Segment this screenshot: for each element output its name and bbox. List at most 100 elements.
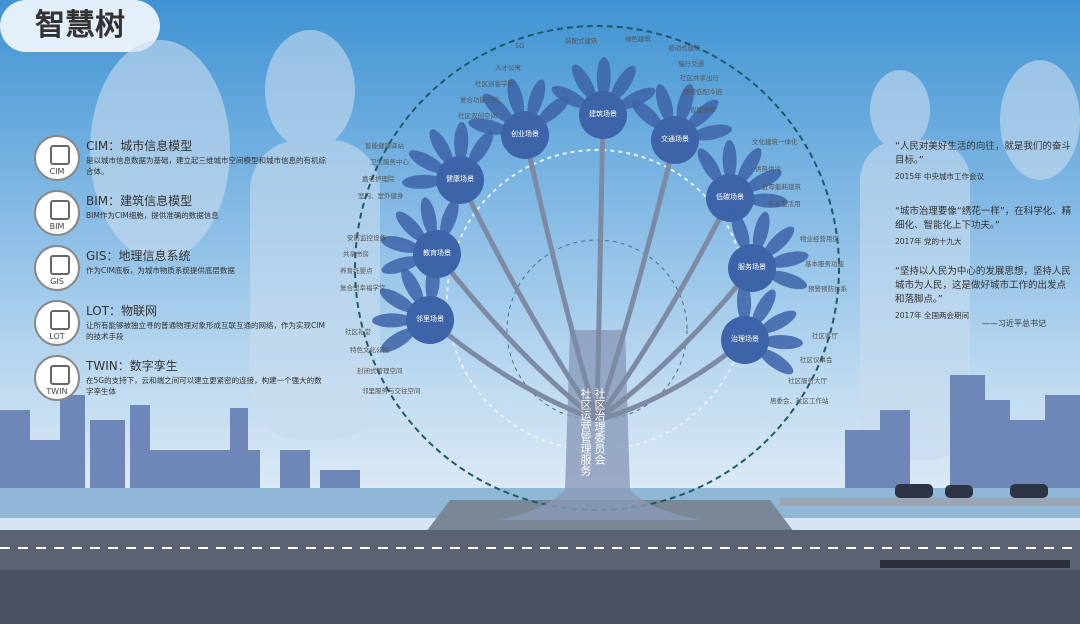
scene-element-label: 社区服务大厅	[788, 377, 827, 385]
tree-branch	[428, 318, 598, 423]
hand-finger	[551, 85, 588, 109]
scene-hand	[406, 296, 454, 344]
hand-finger	[440, 199, 459, 238]
hand-finger	[408, 150, 445, 174]
scene-element-label: 物流低配冷链	[683, 88, 722, 96]
gis-icon: GIS	[34, 245, 80, 291]
quote: “城市治理要像“绣花一样”，在科学化、精细化、智能化上下功夫。” 2017年 党的…	[895, 205, 1075, 249]
scene-label: 创业场景	[511, 130, 539, 138]
right-skyline	[845, 375, 1080, 490]
scene-element-label: 封闭式管理空间	[357, 367, 403, 375]
tech-description: 让所有能够被独立寻的普通物理对象形成互联互通的网络，作为实现CIM的技术手段	[86, 321, 325, 341]
scene-element-label: 共享书房	[343, 250, 369, 258]
hand-finger	[768, 270, 808, 290]
tree-branch	[595, 266, 754, 423]
scene-label: 邻里场景	[416, 315, 444, 323]
scene-element-label: 社区议事会	[800, 356, 833, 364]
tech-description: BIM作为CIM细胞，提供准确的数据信息	[86, 211, 219, 220]
scene-hand	[436, 156, 484, 204]
hand-finger	[380, 236, 420, 253]
hand-finger	[571, 64, 596, 100]
hand-finger	[507, 78, 525, 118]
hand-finger	[762, 334, 803, 350]
quote-source: 2017年 全国两会期间	[895, 311, 969, 320]
hand-finger	[722, 140, 737, 181]
hand-finger	[618, 87, 656, 110]
hand-finger	[401, 268, 424, 305]
trunk-label-governance: 社区治理委员会	[593, 388, 606, 465]
scene-element-label: 预警预防体系	[808, 285, 847, 293]
scene-element-label: 近零能耗建筑	[762, 183, 801, 191]
hand-finger	[759, 348, 794, 375]
train	[880, 560, 1070, 568]
scene-element-label: 5G	[515, 42, 525, 50]
scene-hand	[501, 111, 549, 159]
tech-heading: TWIN：数字孪生	[86, 359, 178, 373]
hand-finger	[381, 256, 420, 274]
scene-element-label: 室内、室外健身	[358, 192, 404, 200]
hand-finger	[420, 197, 437, 237]
hand-finger	[676, 84, 694, 123]
scene-element-label: 特色文化公园	[350, 346, 389, 354]
scene-element-label: 慢行交通	[678, 60, 704, 68]
hand-finger	[769, 251, 809, 268]
tree-trunk	[500, 330, 700, 520]
hand-finger	[380, 328, 416, 353]
scene-label: 健康场景	[446, 175, 474, 183]
hand-finger	[731, 212, 750, 251]
scene-element-label: 人才公寓	[495, 64, 521, 72]
scene-element-label: 嘉老护理院	[362, 175, 395, 183]
hand-finger	[737, 282, 752, 323]
hand-finger	[747, 193, 788, 208]
scene-hand	[651, 116, 699, 164]
quote: “人民对美好生活的向往，就是我们的奋斗目标。”2015年 中央城市工作会议	[895, 140, 1075, 184]
scene-label: 治理场景	[731, 335, 759, 343]
scene-element-label: 智能健康驿站	[365, 142, 404, 150]
trunk-label-operation: 社区运营管理服务	[579, 388, 592, 476]
tech-description: 作为CIM底板，为城市物质系统提供底层数据	[86, 266, 235, 275]
signature: ——习近平总书记	[982, 319, 1046, 328]
quote-source: 2017年 党的十九大	[895, 237, 962, 246]
hand-finger	[454, 122, 469, 163]
hand-finger	[482, 93, 513, 124]
tree-branch	[594, 139, 678, 421]
scene-element-label: 社区双创空间	[458, 112, 497, 120]
scene-element-label: 物业经营用房	[800, 235, 839, 243]
left-skyline	[0, 395, 360, 490]
hand-finger	[468, 118, 508, 135]
tech-heading: LOT：物联网	[86, 304, 158, 318]
quote-text: “城市治理要像“绣花一样”，在科学化、精细化、智能化上下功夫。”	[895, 206, 1072, 231]
quote-source: 2015年 中央城市工作会议	[895, 172, 984, 181]
tree-branch	[457, 178, 600, 422]
tree-branch	[522, 134, 600, 421]
tech-heading: GIS：地理信息系统	[86, 249, 191, 263]
scene-element-label: 邻里服务与交往空间	[362, 387, 421, 395]
hand-finger	[697, 148, 722, 184]
scene-element-label: 基本服务功能	[805, 260, 844, 268]
scene-element-label: 社区共享出行	[680, 74, 719, 82]
hand-finger	[527, 79, 546, 118]
scene-hand	[721, 316, 769, 364]
scene-hand	[579, 91, 627, 139]
quote: “坚持以人民为中心的发展思想，坚持人民城市为人民，这是做好城市工作的出发点和落脚…	[895, 265, 1075, 323]
hand-finger	[379, 288, 415, 313]
hand-finger	[402, 174, 443, 189]
scene-label: 低碳场景	[716, 193, 744, 201]
tech-heading: CIM：城市信息模型	[86, 139, 193, 153]
hand-finger	[687, 99, 719, 129]
hand-finger	[745, 169, 782, 192]
hand-finger	[752, 211, 770, 251]
scene-element-label: 文化建筑一体化	[752, 138, 798, 146]
scene-label: 教育场景	[423, 249, 451, 257]
scene-label: 建筑场景	[589, 110, 617, 118]
tech-description: 是以城市信息数据为基础，建立起三维城市空间模型和城市信息的有机综合体。	[86, 156, 326, 176]
scene-element-label: 智能停车	[690, 106, 716, 114]
tree-branch	[435, 252, 599, 422]
scene-element-label: 社区礼堂	[345, 328, 371, 336]
hand-finger	[468, 131, 494, 166]
hand-finger	[764, 226, 795, 257]
scene-element-label: 复合功能空间	[460, 96, 499, 104]
scene-hand	[728, 244, 776, 292]
hand-finger	[395, 211, 426, 242]
scene-element-label: 卫生服务中心	[370, 158, 409, 166]
